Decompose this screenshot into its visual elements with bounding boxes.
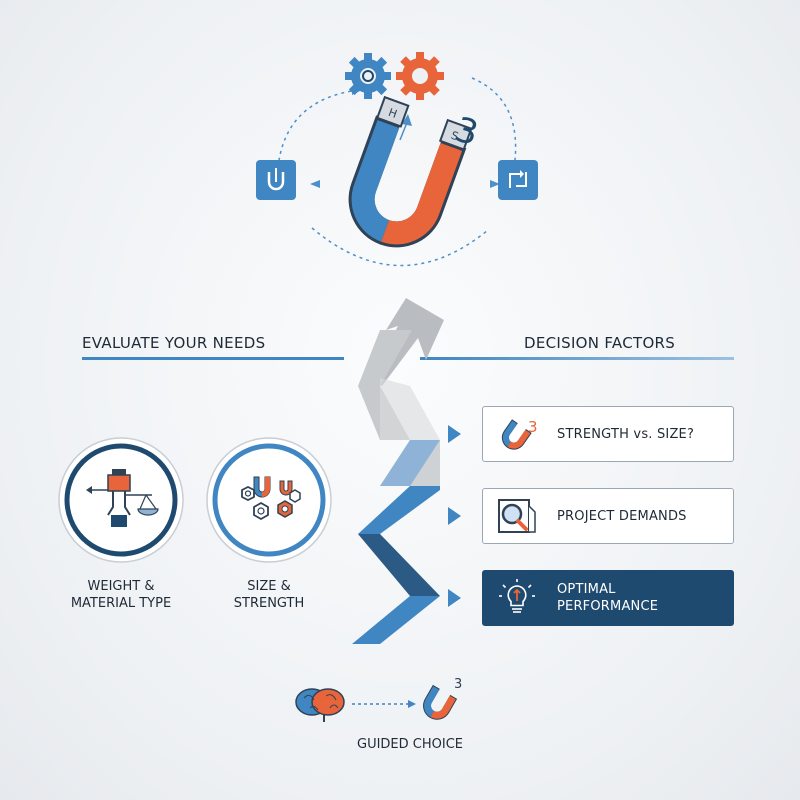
- magnifier-document-icon: [498, 499, 536, 533]
- need-label-size-strength: SIZE &STRENGTH: [233, 579, 305, 611]
- guided-choice-diagram: 3: [295, 677, 462, 722]
- cycle-arrow-right: [471, 77, 517, 169]
- factor-pointer-1: [448, 425, 461, 443]
- guided-choice-label: GUIDED CHOICE: [357, 737, 463, 752]
- factor-pointer-2: [448, 507, 461, 525]
- need-label-weight-material: WEIGHT &MATERIAL TYPE: [70, 579, 172, 611]
- svg-text:S: S: [449, 129, 460, 144]
- magnet-box-icon: [256, 160, 296, 200]
- magnet-cycle-diagram: H S 3: [256, 52, 538, 267]
- decision-factors-rule: [420, 357, 734, 360]
- factor-label-project-demands: PROJECT DEMANDS: [557, 508, 687, 524]
- brain-icon: [295, 688, 345, 722]
- svg-text:3: 3: [528, 418, 538, 436]
- magnet-result-icon: [423, 684, 458, 720]
- zigzag-arrow: [352, 298, 444, 644]
- cycle-arrow-left: [277, 89, 359, 169]
- gear-icon-orange: [396, 52, 444, 100]
- gear-icon-blue: [345, 53, 391, 99]
- evaluate-needs-heading: EVALUATE YOUR NEEDS: [82, 334, 266, 352]
- transfer-box-icon: [498, 160, 538, 200]
- cycle-arrow-bottom: [311, 227, 489, 267]
- factor-pointer-3: [448, 589, 461, 607]
- need-circle-weight-material: [58, 437, 184, 563]
- factor-card-project-demands: PROJECT DEMANDS: [482, 488, 734, 544]
- factor-label-strength-size: STRENGTH vs. SIZE?: [557, 426, 695, 442]
- magnet-question-icon: 3: [501, 418, 538, 450]
- lightbulb-icon: [499, 579, 535, 613]
- evaluate-needs-rule: [82, 357, 344, 360]
- magnets-nuts-icon: [241, 476, 301, 521]
- weight-scale-icon: [86, 469, 159, 527]
- horseshoe-magnet-icon: H S: [348, 95, 473, 248]
- factor-card-strength-size: 3 STRENGTH vs. SIZE?: [482, 406, 734, 462]
- svg-text:3: 3: [454, 677, 462, 692]
- question-mark-icon: 3: [451, 110, 482, 154]
- decision-factors-heading: DECISION FACTORS: [524, 334, 676, 352]
- need-circle-size-strength: [206, 437, 332, 563]
